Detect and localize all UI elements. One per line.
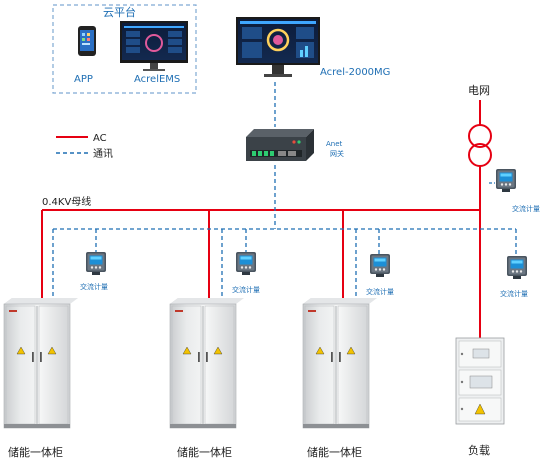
gateway-label-1: Anet bbox=[326, 140, 343, 148]
ems-screen-icon bbox=[120, 21, 188, 71]
load-cabinet-icon bbox=[455, 337, 505, 425]
load-label: 负载 bbox=[468, 443, 490, 457]
cabinet-1-icon bbox=[3, 297, 79, 429]
cloud-platform-box bbox=[52, 4, 197, 94]
meter-4-icon bbox=[507, 256, 527, 279]
transformer-icon bbox=[468, 124, 492, 167]
meter-1-icon bbox=[86, 252, 106, 275]
meter-3-icon bbox=[370, 254, 390, 277]
meter-2-icon bbox=[236, 252, 256, 275]
legend-ac-label: AC bbox=[93, 133, 107, 144]
app-label: APP bbox=[74, 74, 93, 85]
meter-4-label: 交流计量 bbox=[500, 289, 528, 298]
cabinet-1-label: 储能一体柜 bbox=[8, 445, 63, 459]
meter-1-label: 交流计量 bbox=[80, 282, 108, 291]
ems-label: AcrelEMS bbox=[134, 74, 180, 85]
grid-meter-label: 交流计量 bbox=[512, 204, 540, 213]
cabinet-2-icon bbox=[169, 297, 245, 429]
grid-label: 电网 bbox=[468, 84, 490, 97]
phone-icon bbox=[78, 26, 96, 56]
bus-label: 0.4KV母线 bbox=[42, 195, 91, 208]
cabinet-3-icon bbox=[302, 297, 378, 429]
monitor-icon bbox=[236, 17, 320, 77]
cabinet-2-label: 储能一体柜 bbox=[177, 445, 232, 459]
gateway-icon bbox=[246, 129, 314, 161]
cabinet-3-label: 储能一体柜 bbox=[307, 445, 362, 459]
legend-comm-label: 通讯 bbox=[93, 148, 113, 160]
grid-meter-icon bbox=[496, 169, 516, 192]
monitor-label: Acrel-2000MG bbox=[320, 67, 390, 78]
meter-2-label: 交流计量 bbox=[232, 285, 260, 294]
meter-3-label: 交流计量 bbox=[366, 287, 394, 296]
gateway-label-2: 网关 bbox=[330, 149, 344, 158]
cloud-platform-title: 云平台 bbox=[103, 5, 136, 19]
